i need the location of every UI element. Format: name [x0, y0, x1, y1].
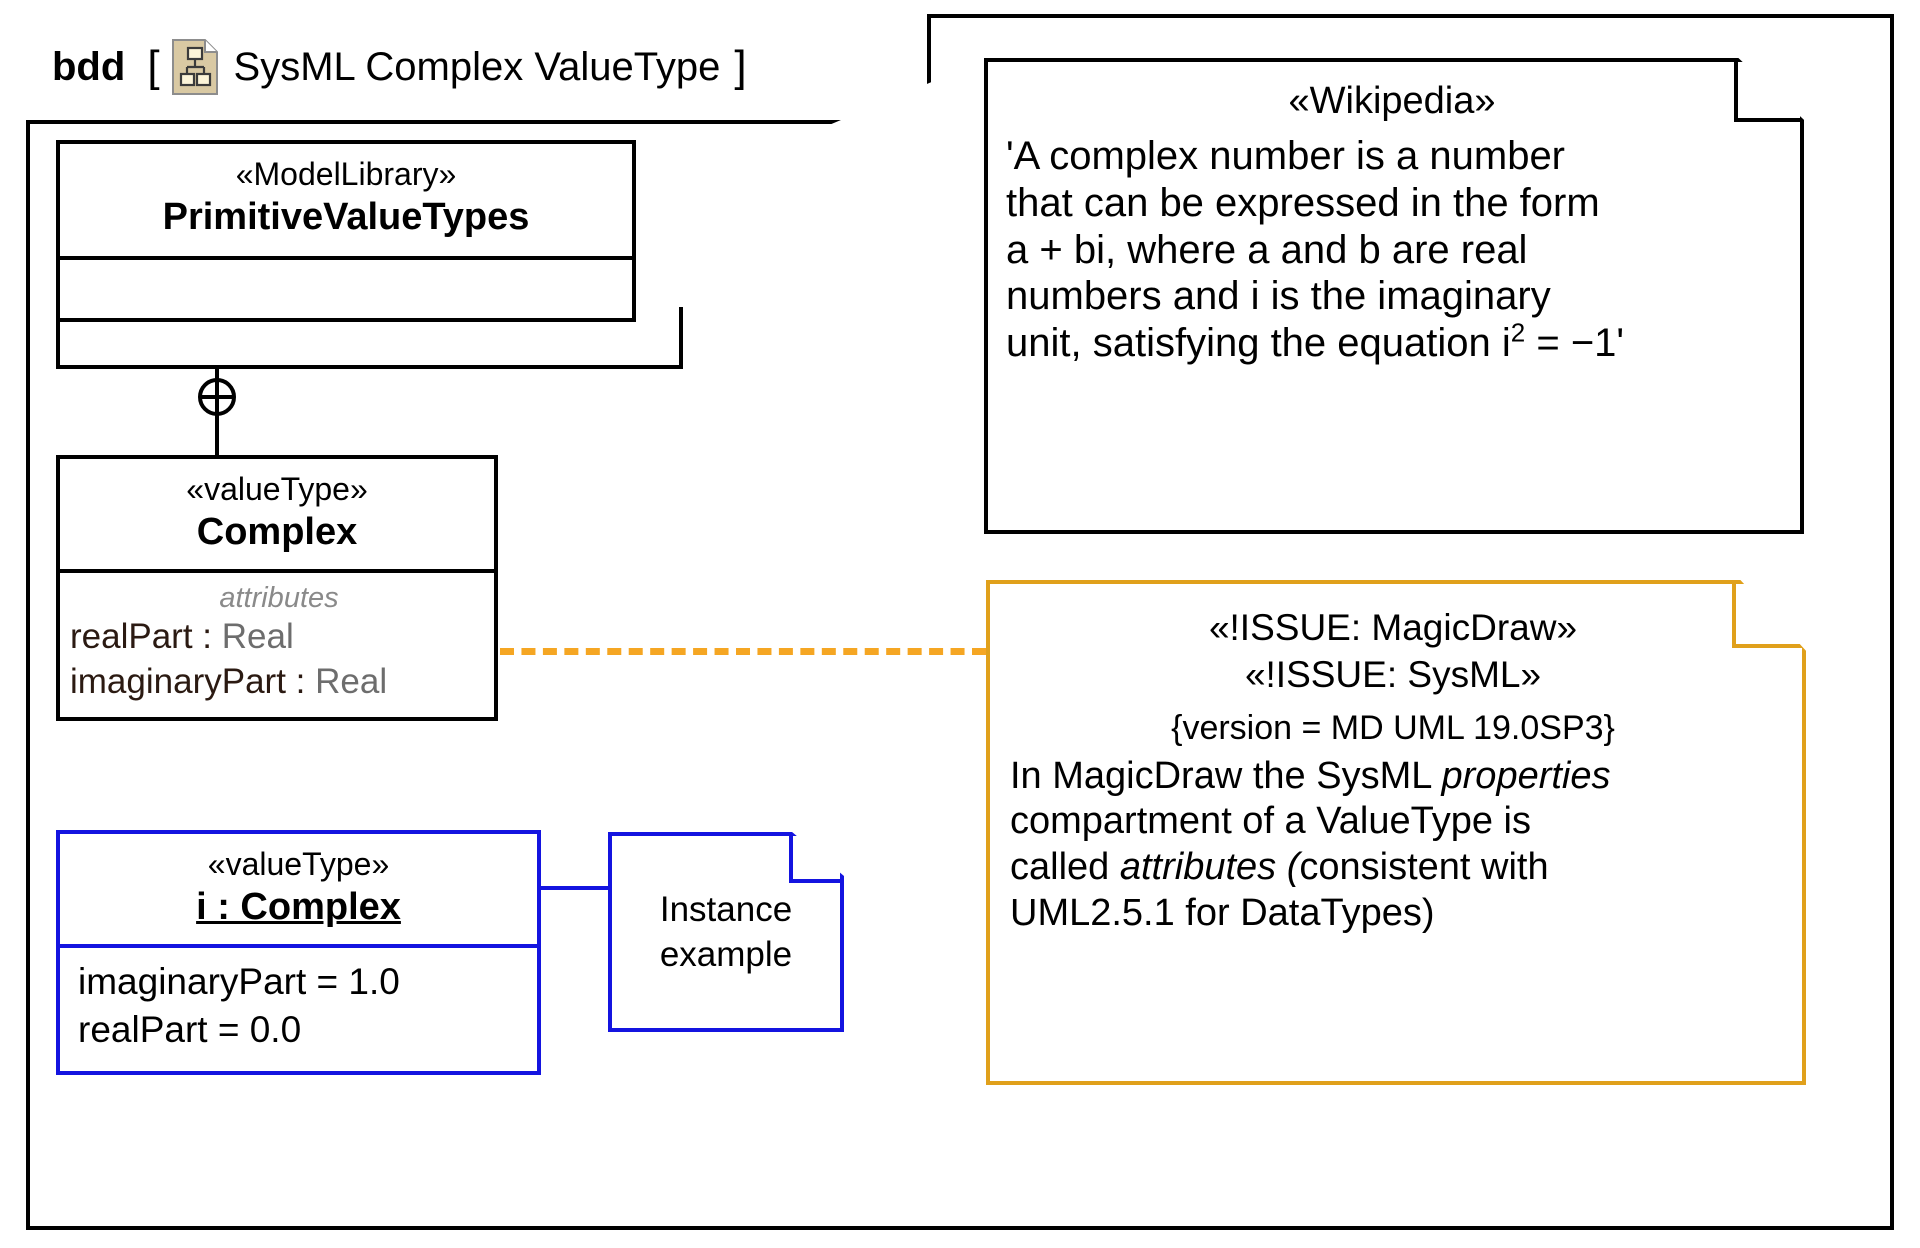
diagram-header-tab[interactable]: bdd [ SysML Complex ValueType ]	[26, 14, 931, 124]
instance-example-note[interactable]: Instance example	[608, 832, 844, 1032]
wikipedia-line-4: numbers and i is the imaginary	[1006, 274, 1551, 319]
instance-specification-block[interactable]: «valueType» i : Complex imaginaryPart = …	[56, 830, 541, 1076]
model-library-empty-compartment	[60, 260, 632, 318]
complex-name: Complex	[196, 511, 358, 553]
attribute-name: imaginaryPart	[70, 662, 286, 702]
issue-text-c: called	[1010, 845, 1120, 888]
wikipedia-equation-exponent: 2	[1510, 317, 1526, 348]
diagram-kind-label: bdd	[52, 44, 126, 89]
complex-stereotype: «valueType»	[186, 471, 368, 507]
wikipedia-line-3: a + bi, where a and b are real	[1006, 227, 1528, 272]
attribute-name: realPart	[70, 617, 193, 657]
issue-note[interactable]: «!ISSUE: MagicDraw» «!ISSUE: SysML» {ver…	[986, 580, 1806, 1085]
wikipedia-equation-lead: unit, satisfying the equation i	[1006, 321, 1511, 366]
issue-body: In MagicDraw the SysML properties compar…	[1010, 754, 1776, 936]
block-definition-diagram-icon	[171, 39, 218, 95]
note-fold-corner-icon	[1732, 582, 1802, 648]
model-library-stereotype: «ModelLibrary»	[235, 156, 457, 192]
model-library-name: PrimitiveValueTypes	[162, 196, 530, 238]
wikipedia-line-5: unit, satisfying the equation i2 = −1'	[1006, 320, 1778, 367]
note-fold-corner-icon	[1734, 60, 1800, 122]
note-fold-corner-icon	[789, 836, 840, 883]
instance-note-line-1: Instance	[659, 889, 793, 929]
model-library-block[interactable]: «ModelLibrary» PrimitiveValueTypes	[56, 140, 636, 322]
issue-body-line-2: compartment of a ValueType is	[1010, 800, 1531, 843]
diagram-title: SysML Complex ValueType	[233, 44, 721, 89]
bracket-close: ]	[734, 42, 747, 91]
issue-note-dashed-link	[500, 648, 986, 655]
instance-note-line-2: example	[659, 935, 793, 974]
instance-header: «valueType» i : Complex	[60, 834, 537, 948]
wikipedia-note[interactable]: «Wikipedia» 'A complex number is a numbe…	[984, 58, 1804, 534]
issue-body-line-4: UML2.5.1 for DataTypes)	[1010, 891, 1435, 934]
complex-header: «valueType» Complex	[60, 459, 494, 573]
complex-valuetype-block[interactable]: «valueType» Complex attributes realPart …	[56, 455, 498, 721]
issue-body-line-1: In MagicDraw the SysML properties	[1010, 754, 1776, 800]
instance-slots-compartment: imaginaryPart = 1.0 realPart = 0.0	[60, 948, 537, 1072]
issue-stereotype-magicdraw: «!ISSUE: MagicDraw»	[1208, 607, 1578, 648]
attribute-separator: :	[285, 662, 316, 702]
instance-note-anchor-line	[541, 886, 611, 890]
attribute-row[interactable]: realPart : Real	[70, 615, 488, 660]
attribute-type: Real	[315, 662, 388, 702]
instance-name: i : Complex	[196, 886, 401, 928]
containment-crosshair-icon	[198, 378, 236, 416]
attributes-compartment-label: attributes	[219, 581, 339, 614]
wikipedia-stereotype: «Wikipedia»	[1288, 80, 1496, 122]
bracket-open: [	[147, 42, 160, 91]
wikipedia-body: 'A complex number is a number that can b…	[1006, 133, 1778, 367]
attribute-type: Real	[221, 617, 294, 657]
wikipedia-line-2: that can be expressed in the form	[1006, 180, 1600, 225]
slot-row[interactable]: imaginaryPart = 1.0	[78, 960, 400, 1002]
issue-emphasis-properties: properties	[1441, 754, 1611, 797]
model-library-header: «ModelLibrary» PrimitiveValueTypes	[60, 144, 632, 260]
attribute-separator: :	[192, 617, 222, 657]
instance-note-text: Instance example	[660, 887, 792, 978]
issue-stereotype-sysml: «!ISSUE: SysML»	[1244, 654, 1542, 696]
issue-text-a: In MagicDraw the SysML	[1010, 754, 1442, 797]
wikipedia-line-1: 'A complex number is a number	[1006, 134, 1566, 178]
complex-attributes-compartment: attributes realPart : Real imaginaryPart…	[60, 573, 494, 717]
issue-tagged-values: {version = MD UML 19.0SP3}	[1171, 708, 1615, 747]
attribute-row[interactable]: imaginaryPart : Real	[70, 660, 488, 705]
wikipedia-equation-tail: = −1'	[1525, 321, 1625, 366]
instance-stereotype: «valueType»	[207, 846, 390, 882]
issue-text-c2: consistent with	[1299, 845, 1549, 888]
slot-row[interactable]: realPart = 0.0	[78, 1009, 302, 1051]
issue-body-line-3: called attributes (consistent with	[1010, 845, 1776, 891]
issue-emphasis-attributes: attributes (	[1119, 845, 1300, 888]
